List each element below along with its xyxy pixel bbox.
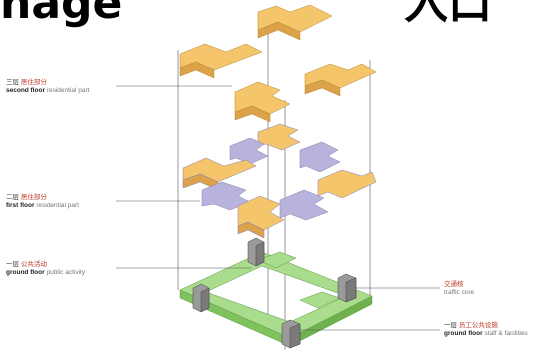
leader-lines <box>116 86 440 330</box>
block <box>318 170 376 198</box>
block <box>258 124 300 150</box>
label-second-floor: 三层 居住部分 second floor residential part <box>6 79 89 94</box>
label-ground-staff: 一层 员工公共设施 ground floor staff & facilitie… <box>444 322 528 337</box>
label-traffic-core: 交通核 traffic core <box>444 281 474 296</box>
core <box>201 288 209 312</box>
core <box>290 324 300 348</box>
core <box>346 278 356 302</box>
label-first-floor: 二层 居住部分 first floor residential part <box>6 194 79 209</box>
first-floor-blocks <box>183 124 376 238</box>
block <box>300 142 340 172</box>
label-ground-public: 一层 公共活动 ground floor public activity <box>6 261 85 276</box>
core <box>256 242 264 266</box>
second-floor-blocks <box>180 5 376 122</box>
